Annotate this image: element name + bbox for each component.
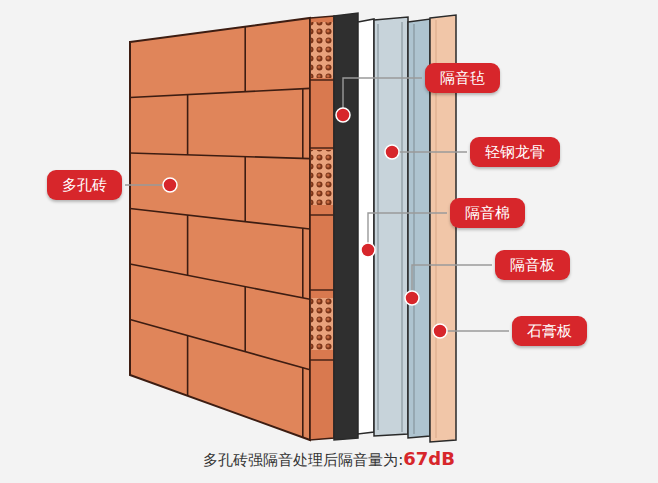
mortar-joint [244, 287, 246, 352]
callout-dot [433, 324, 447, 338]
mortar-line [130, 153, 310, 159]
mortar-line [310, 79, 334, 80]
felt-layer [334, 13, 358, 440]
callout-dot [361, 243, 375, 257]
mortar-line [310, 147, 334, 148]
callout-text: 隔音板 [510, 258, 555, 273]
mortar-joint [244, 27, 246, 92]
mortar-line [310, 289, 334, 290]
mortar-joint [187, 336, 189, 396]
callout-dot [405, 291, 419, 305]
value-label: 67dB [403, 448, 455, 469]
callout-text: 隔音毡 [440, 71, 485, 86]
mortar-line [310, 214, 334, 215]
brick-holes [311, 22, 333, 78]
mortar-joint [302, 228, 304, 298]
callout-pill: 隔音棉 [450, 198, 525, 228]
callout-pill: 多孔砖 [47, 170, 122, 200]
mortar-line [130, 320, 310, 370]
brick-face [130, 18, 310, 440]
mortar-line [130, 209, 310, 230]
callout-pill: 轻钢龙骨 [470, 137, 560, 167]
mortar-joint [187, 95, 189, 155]
brick-side [310, 16, 334, 440]
mortar-line [130, 264, 310, 299]
callout-text: 隔音棉 [465, 206, 510, 221]
mortar-joint [302, 368, 304, 438]
mortar-joint [302, 89, 304, 159]
brick-holes [311, 150, 333, 205]
callout-dot [163, 178, 177, 192]
callout-pill: 隔音毡 [425, 63, 500, 93]
mortar-joint [187, 215, 189, 275]
brick-wall [130, 16, 334, 440]
callout-dot [385, 145, 399, 159]
leader-line [368, 213, 447, 250]
leader-line [392, 151, 467, 152]
mortar-line [130, 88, 310, 97]
callout-text: 石膏板 [527, 324, 572, 339]
wool-gap [358, 19, 374, 434]
callout-text: 多孔砖 [62, 178, 107, 193]
leader-line [343, 78, 422, 115]
brick-holes [311, 298, 333, 350]
steel-stud [374, 17, 408, 436]
callout-text: 轻钢龙骨 [485, 145, 545, 160]
stud-edge [378, 24, 379, 430]
stud-edge [414, 24, 415, 434]
callout-pill: 石膏板 [512, 316, 587, 346]
stud-edge [402, 22, 403, 432]
mortar-line [310, 359, 334, 360]
leader-line [440, 330, 509, 331]
leader-line [412, 265, 492, 298]
callout-dot [336, 108, 350, 122]
caption: 多孔砖强隔音处理后隔音量为: [203, 451, 403, 469]
callout-pill: 隔音板 [495, 250, 570, 280]
mortar-joint [244, 157, 246, 222]
